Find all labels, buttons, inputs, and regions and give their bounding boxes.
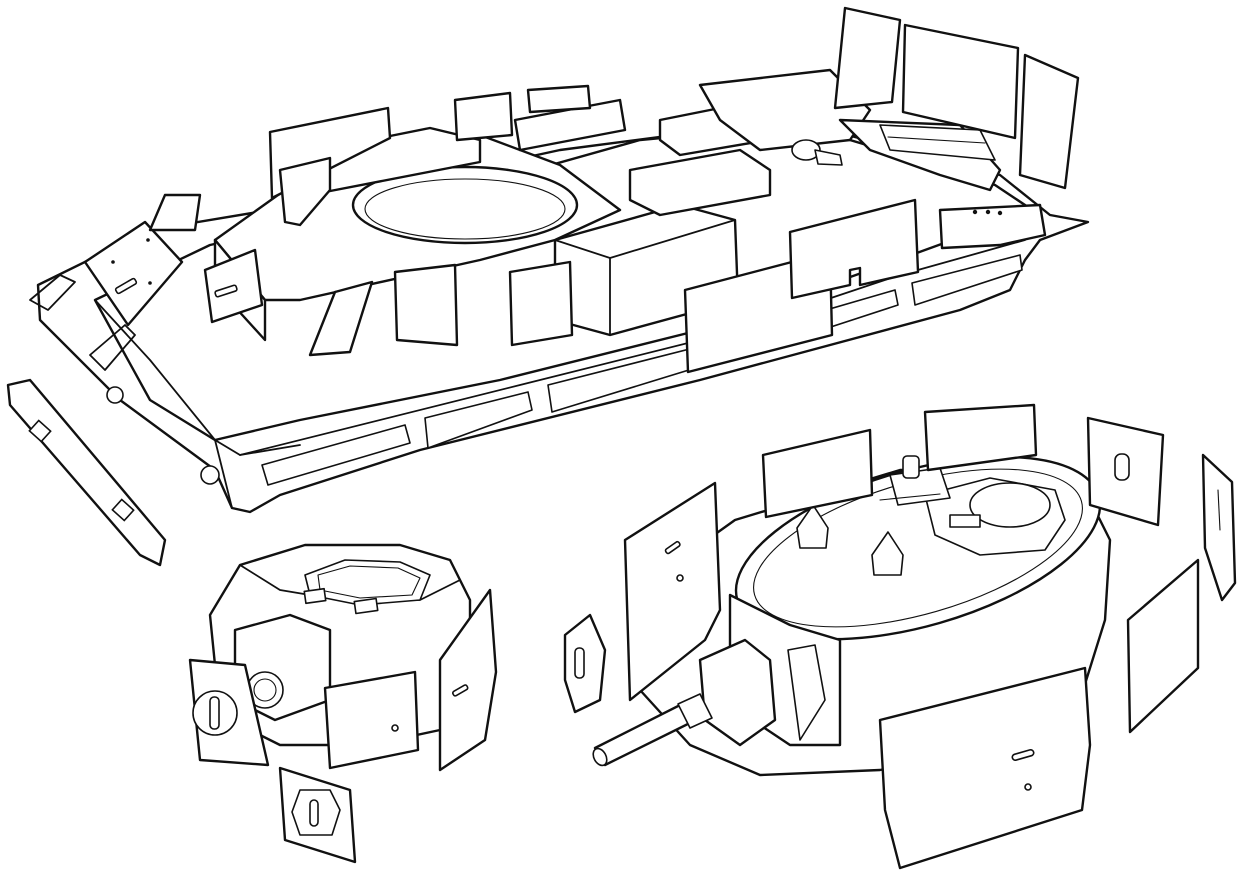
front-hatch-slot — [114, 277, 138, 295]
hull-side-slot-1 — [261, 424, 411, 486]
driver-visor-slot — [214, 284, 238, 298]
large-turret-muzzle — [592, 747, 608, 767]
large-turret-side-flat-plate — [1126, 558, 1200, 734]
small-turret-curved-plate — [438, 588, 498, 772]
front-plate-upper — [148, 193, 202, 232]
engine-deck-box-edge — [554, 219, 736, 336]
upper-side-plate-small — [278, 156, 332, 227]
hull-side-slot-2 — [424, 391, 533, 449]
small-turret-assembly — [188, 543, 498, 864]
rear-grille — [879, 124, 996, 161]
large-turret-side-pistol-port — [563, 613, 607, 714]
large-turret-rear-plate-1 — [761, 428, 874, 519]
large-turret-periscope-2 — [871, 531, 904, 576]
small-turret-side-plate — [323, 670, 420, 770]
engine-block-small — [628, 148, 772, 217]
vision-plate-b — [393, 263, 459, 347]
large-turret-left-curved-plate — [623, 481, 722, 702]
front-bolt-lower — [200, 465, 220, 485]
front-hatch-plate — [83, 220, 184, 327]
upper-side-plate-2 — [453, 91, 514, 142]
rear-plate — [938, 203, 1047, 250]
large-turret-hatch-hinge — [949, 514, 981, 528]
front-glacis-port-1 — [28, 419, 52, 443]
rear-armor-plate-2 — [901, 23, 1020, 140]
tow-hook-right — [89, 324, 136, 371]
large-turret-cupola-ring — [969, 482, 1051, 528]
upper-side-plate-3 — [526, 84, 592, 114]
vision-plate-c — [508, 260, 574, 347]
small-turret-hinge-right — [353, 597, 379, 615]
vision-plate-a — [308, 280, 374, 357]
large-turret-front-curved-plate — [878, 666, 1092, 870]
large-turret-mount-bracket — [787, 644, 826, 741]
front-glacis-port-2 — [111, 498, 135, 522]
large-turret-vent — [902, 455, 920, 479]
small-turret-hatch-inner — [317, 565, 421, 599]
turret-ring-opening — [351, 165, 579, 245]
large-turret-small-hatch — [889, 467, 951, 506]
large-turret-gun-collar — [677, 693, 713, 729]
small-turret-hinge-left — [303, 587, 327, 605]
exhaust-pipe — [814, 149, 843, 166]
tow-hook-left — [29, 274, 76, 311]
hull-side-slot-5 — [911, 254, 1023, 306]
front-idler-bolt — [106, 386, 124, 404]
large-turret-far-plate — [1201, 453, 1237, 602]
side-mid-plate — [788, 198, 920, 300]
rear-cylinder-right — [698, 68, 872, 152]
hull-assembly — [6, 6, 1090, 567]
rear-armor-plate-3 — [1018, 53, 1080, 190]
large-turret-rear-plate-2 — [923, 403, 1038, 472]
turret-ring-inner — [364, 178, 566, 240]
rear-armor-plate-1 — [833, 6, 902, 110]
exhaust-cap — [791, 139, 821, 161]
hull-lower-edge — [214, 439, 233, 509]
large-turret-assembly — [563, 403, 1237, 870]
